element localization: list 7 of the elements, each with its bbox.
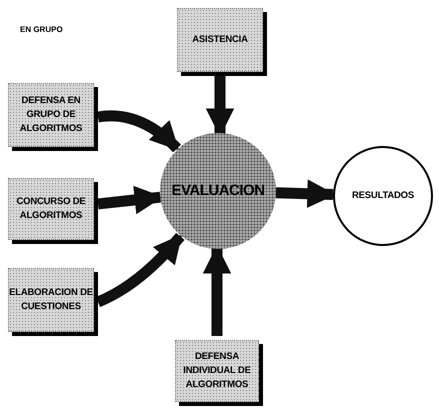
result-circle: RESULTADOS [333, 146, 433, 246]
arrow [97, 110, 181, 152]
arrow [96, 232, 184, 308]
arrow [276, 179, 336, 208]
arrow [97, 186, 164, 214]
evaluation-circle: EVALUACION [160, 133, 276, 249]
note-text: EN GRUPO [20, 25, 63, 34]
